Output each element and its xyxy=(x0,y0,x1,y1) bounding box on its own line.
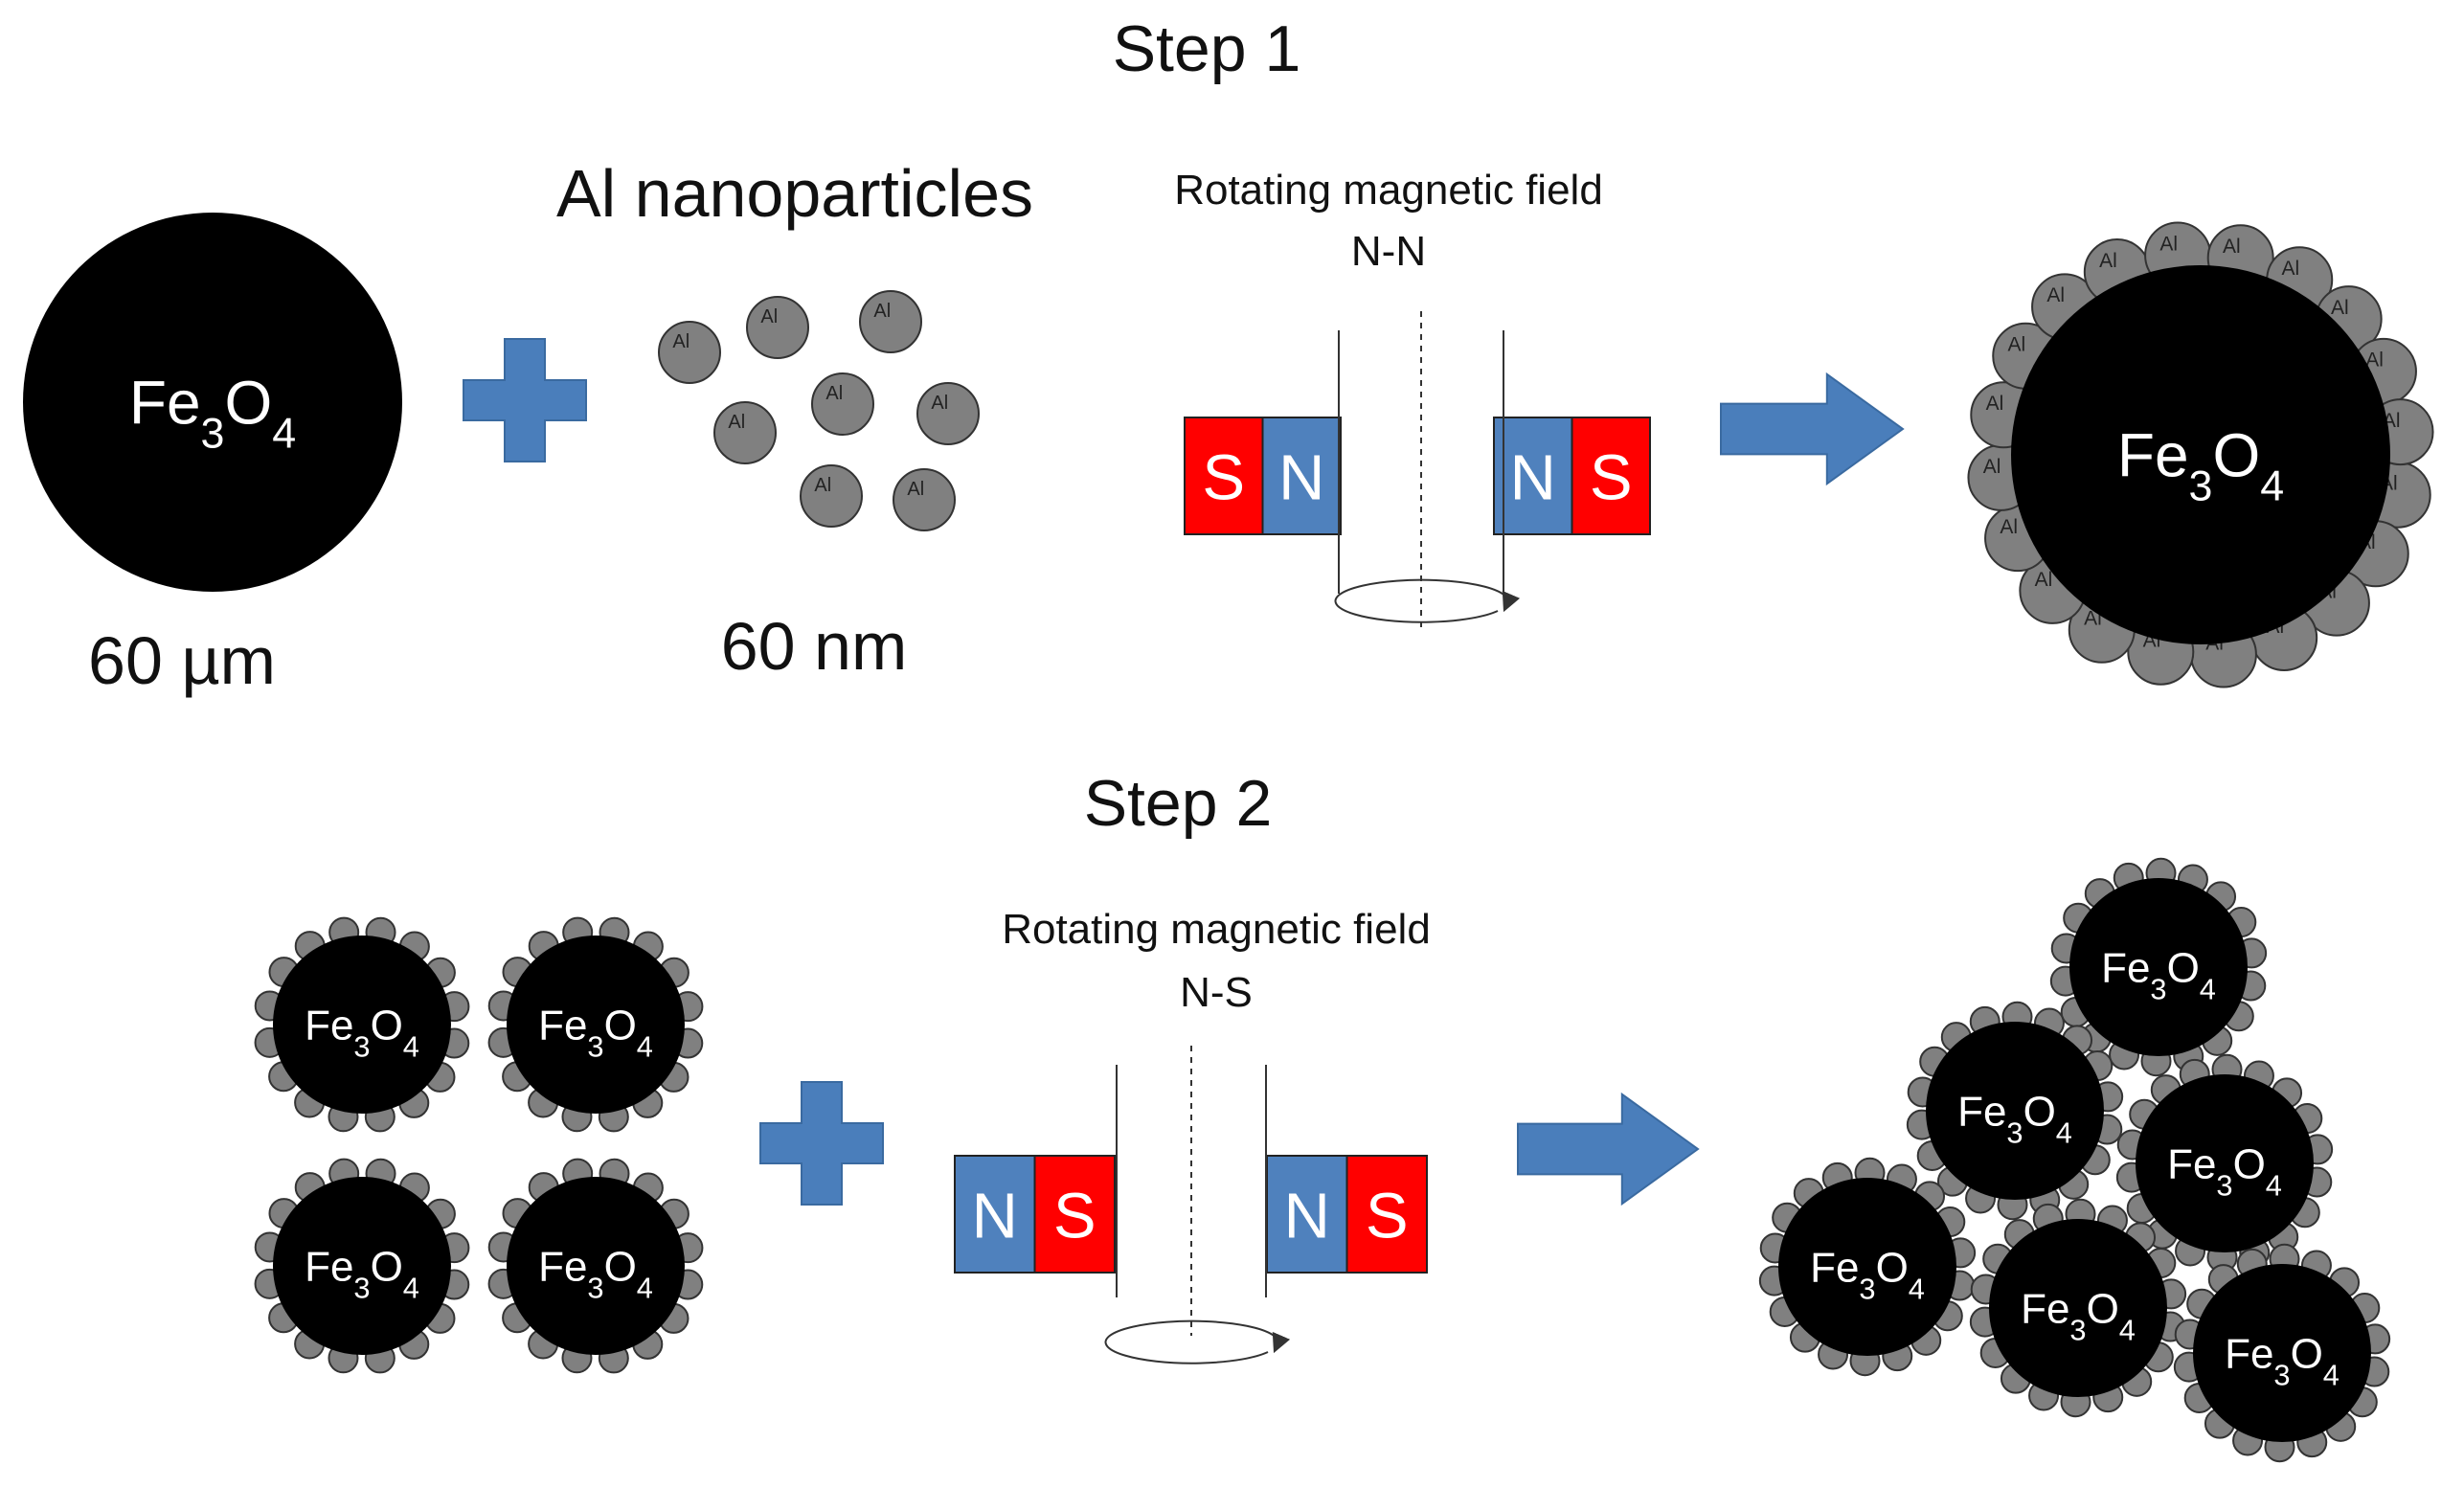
step2-left-magnet-pole-n xyxy=(954,1155,1036,1274)
cluster-particle-5-formula: Fe3O4 xyxy=(2021,1285,2136,1346)
step1-title: Step 1 xyxy=(1112,12,1301,85)
cluster-particle-4 xyxy=(1778,1178,1956,1356)
step2-right-magnet-pole-label: N xyxy=(1284,1180,1330,1251)
coated-particle-b xyxy=(507,936,685,1114)
al-nanoparticle xyxy=(746,296,809,359)
al-nanoparticle xyxy=(859,290,922,353)
coated-particle-d xyxy=(507,1177,685,1355)
al-label: Al xyxy=(672,331,689,352)
al-label: Al xyxy=(2159,233,2178,255)
al-nanoparticle xyxy=(713,401,777,464)
cluster-particle-3-formula: Fe3O4 xyxy=(2167,1140,2282,1202)
cluster-particle-5 xyxy=(1989,1219,2167,1397)
al-label: Al xyxy=(2000,516,2018,538)
cluster-particle-1-formula: Fe3O4 xyxy=(2101,944,2216,1005)
al-nanoparticle xyxy=(811,372,874,436)
al-label: Al xyxy=(907,479,924,500)
coated-particle-a xyxy=(273,936,451,1114)
step2-field-config: N-S xyxy=(1180,969,1253,1016)
al-nanoparticle xyxy=(800,464,863,528)
step2-title: Step 2 xyxy=(1083,767,1273,840)
al-label: Al xyxy=(814,475,831,496)
al-label: Al xyxy=(1983,456,2001,478)
al-nanoparticle xyxy=(916,382,980,445)
coated-particle-c-formula: Fe3O4 xyxy=(305,1243,419,1304)
cluster-particle-2 xyxy=(1926,1022,2104,1200)
step1-left-magnet-pole-label: N xyxy=(1278,441,1324,513)
plus-icon-step2 xyxy=(759,1081,884,1206)
step2-rotation-rotation-arrow xyxy=(1104,1319,1291,1364)
al-label: Al xyxy=(2223,236,2241,258)
fe3o4-coated-particle-formula: Fe3O4 xyxy=(2117,420,2284,509)
cluster-particle-6 xyxy=(2193,1264,2371,1442)
step1-right-magnet-pole-label: S xyxy=(1590,441,1633,513)
fe3o4-coated-particle xyxy=(2011,265,2390,644)
step2-field-label: Rotating magnetic field xyxy=(1002,906,1431,953)
right-arrow-step2 xyxy=(1517,1092,1700,1206)
al-label: Al xyxy=(931,393,948,414)
al-label: Al xyxy=(728,412,745,433)
fe-size-label: 60 µm xyxy=(88,623,276,698)
al-label: Al xyxy=(2282,258,2300,280)
step2-left-magnet-pole-label: S xyxy=(1053,1180,1096,1251)
step1-field-config: N-N xyxy=(1350,228,1427,275)
right-arrow xyxy=(1720,372,1905,486)
al-label: Al xyxy=(2046,284,2065,306)
step1-left-magnet-pole-n xyxy=(1261,417,1342,535)
cluster-particle-2-formula: Fe3O4 xyxy=(1957,1088,2072,1149)
step1-rotation-rotation-arrow xyxy=(1334,578,1521,623)
al-label: Al xyxy=(825,383,843,404)
step1-left-magnet-pole-s xyxy=(1184,417,1264,535)
fe3o4-particle-large-formula: Fe3O4 xyxy=(129,368,296,457)
coated-particle-c xyxy=(273,1177,451,1355)
step2-left-magnet-pole-label: N xyxy=(972,1180,1018,1251)
step2-right-magnet-pole-s xyxy=(1345,1155,1428,1274)
step1-left-magnet-pole-label: S xyxy=(1202,441,1245,513)
al-nanoparticle xyxy=(658,321,721,384)
al-label: Al xyxy=(1986,393,2004,415)
al-label: Al xyxy=(873,301,891,322)
cluster-particle-1 xyxy=(2069,878,2248,1056)
coated-particle-a-formula: Fe3O4 xyxy=(305,1002,419,1063)
coated-particle-d-formula: Fe3O4 xyxy=(538,1243,653,1304)
step2-left-magnet-pole-s xyxy=(1033,1155,1116,1274)
al-label: Al xyxy=(2365,349,2384,372)
cluster-particle-6-formula: Fe3O4 xyxy=(2225,1330,2340,1391)
cluster-particle-4-formula: Fe3O4 xyxy=(1810,1244,1925,1305)
step1-right-magnet-pole-s xyxy=(1571,417,1651,535)
al-label: Al xyxy=(760,306,778,327)
fe3o4-particle-large xyxy=(23,213,402,592)
al-nanoparticles-title: Al nanoparticles xyxy=(555,156,1034,231)
step1-right-magnet-pole-n xyxy=(1493,417,1573,535)
al-label: Al xyxy=(2099,250,2117,272)
cluster-particle-3 xyxy=(2136,1074,2314,1252)
al-label: Al xyxy=(2035,569,2053,591)
step2-right-magnet-pole-label: S xyxy=(1366,1180,1409,1251)
al-nanoparticle xyxy=(893,468,956,531)
al-label: Al xyxy=(2331,297,2349,319)
al-label: Al xyxy=(2008,334,2026,356)
plus-icon xyxy=(463,338,587,462)
step1-right-magnet-pole-label: N xyxy=(1510,441,1556,513)
al-size-label: 60 nm xyxy=(720,609,908,684)
step1-field-label: Rotating magnetic field xyxy=(1174,167,1603,214)
coated-particle-b-formula: Fe3O4 xyxy=(538,1002,653,1063)
